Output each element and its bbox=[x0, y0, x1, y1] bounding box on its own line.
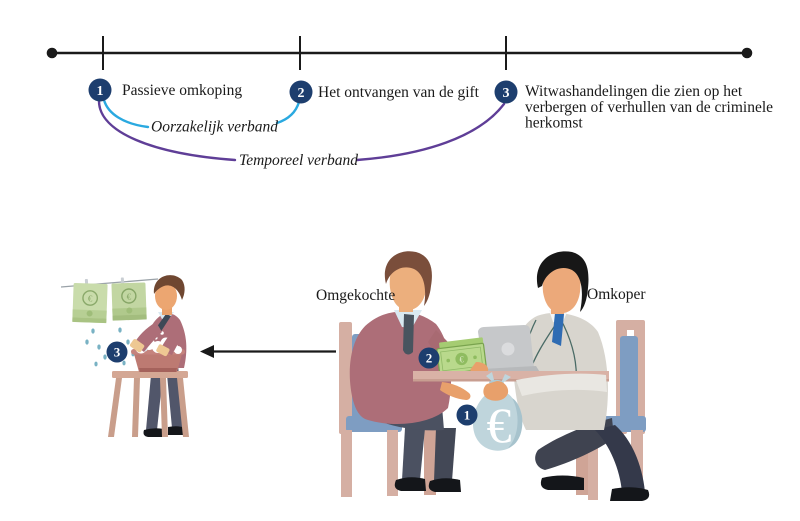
timeline-end-dot bbox=[741, 47, 753, 59]
washing-table bbox=[108, 371, 189, 437]
timeline-start-dot bbox=[46, 47, 58, 59]
washer-leg bbox=[146, 364, 164, 430]
money-bag-badge: 1 bbox=[456, 404, 478, 426]
bribed-shoe bbox=[394, 477, 426, 491]
briber-chair bbox=[588, 320, 646, 500]
briber-face bbox=[542, 260, 581, 314]
laptop-logo-icon bbox=[501, 342, 515, 356]
point-3-label-line3: herkomst bbox=[525, 115, 583, 132]
temporal-connection-curve bbox=[97, 99, 506, 162]
laundering-scene: € € bbox=[60, 275, 189, 437]
timeline-point-2: 2 Het ontvangen van de gift bbox=[289, 80, 480, 104]
svg-text:€: € bbox=[459, 354, 465, 365]
banknotes-badge-number: 2 bbox=[426, 351, 433, 366]
bribed-sweater bbox=[349, 311, 452, 424]
point-1-badge bbox=[88, 78, 112, 102]
bribed-reaching-hand bbox=[440, 382, 471, 400]
table-top bbox=[413, 371, 609, 382]
hanging-banknote: € bbox=[72, 282, 108, 324]
causal-connection-curve bbox=[102, 98, 301, 129]
point-2-badge bbox=[289, 80, 313, 104]
svg-text:€: € bbox=[88, 293, 93, 303]
briber-crossing-arm bbox=[483, 373, 607, 401]
banknotes-badge: 2 bbox=[418, 347, 440, 369]
temporal-connection-label: Temporeel verband bbox=[239, 152, 358, 169]
bribed-hair bbox=[384, 251, 432, 306]
briber-leg bbox=[535, 418, 614, 470]
point-2-number: 2 bbox=[298, 86, 305, 101]
washer-hair bbox=[153, 275, 185, 300]
bribed-shoe bbox=[428, 478, 461, 492]
point-3-label-line1: Witwashandelingen die zien op het bbox=[525, 83, 743, 100]
bribed-leg bbox=[434, 428, 456, 481]
arrowhead-icon bbox=[200, 345, 214, 358]
washer-shoe bbox=[143, 428, 164, 437]
briber-hand-on-bag bbox=[483, 381, 509, 401]
timeline: Oorzakelijk verband Temporeel verband 1 … bbox=[46, 36, 773, 169]
money-bag: € bbox=[472, 372, 523, 453]
briber-shoe bbox=[540, 475, 584, 490]
briber-tie bbox=[552, 313, 564, 346]
laundering-badge: 3 bbox=[106, 341, 128, 363]
banknote-emblem-icon bbox=[455, 352, 468, 366]
clothespin bbox=[120, 277, 125, 285]
money-bag-euro-symbol: € bbox=[487, 397, 512, 453]
banknote-emblem-icon bbox=[82, 290, 99, 306]
bribed-tie bbox=[403, 314, 414, 355]
washer-arms bbox=[130, 322, 184, 357]
banknote-emblem-icon bbox=[121, 288, 137, 304]
point-3-label-line2: verbergen of verhullen van de criminele bbox=[525, 99, 773, 116]
money-bag-badge-number: 1 bbox=[464, 408, 471, 423]
briber-leg bbox=[595, 425, 645, 492]
point-1-number: 1 bbox=[97, 84, 104, 99]
point-1-label: Passieve omkoping bbox=[122, 82, 242, 99]
briber-person-label: Omkoper bbox=[587, 286, 646, 303]
bribed-person-label: Omgekochte bbox=[316, 287, 395, 304]
point-3-badge bbox=[494, 80, 518, 104]
hanging-banknote: € bbox=[111, 282, 147, 321]
svg-text:€: € bbox=[126, 291, 131, 301]
bribed-leg bbox=[402, 428, 425, 480]
laundering-arrow bbox=[200, 345, 336, 358]
bribery-scene: € € 1 2 bbox=[316, 251, 650, 501]
laundering-badge-number: 3 bbox=[114, 345, 121, 360]
briber-hair bbox=[536, 251, 589, 312]
timeline-point-3: 3 Witwashandelingen die zien op het verb… bbox=[494, 80, 773, 132]
point-2-label: Het ontvangen van de gift bbox=[318, 84, 480, 101]
causal-connection-label: Oorzakelijk verband bbox=[151, 119, 278, 136]
briber-shoe bbox=[610, 487, 650, 501]
timeline-point-1: 1 Passieve omkoping bbox=[88, 78, 242, 102]
point-3-number: 3 bbox=[503, 86, 510, 101]
washer-face bbox=[155, 282, 177, 310]
washing-table-top bbox=[112, 371, 188, 378]
